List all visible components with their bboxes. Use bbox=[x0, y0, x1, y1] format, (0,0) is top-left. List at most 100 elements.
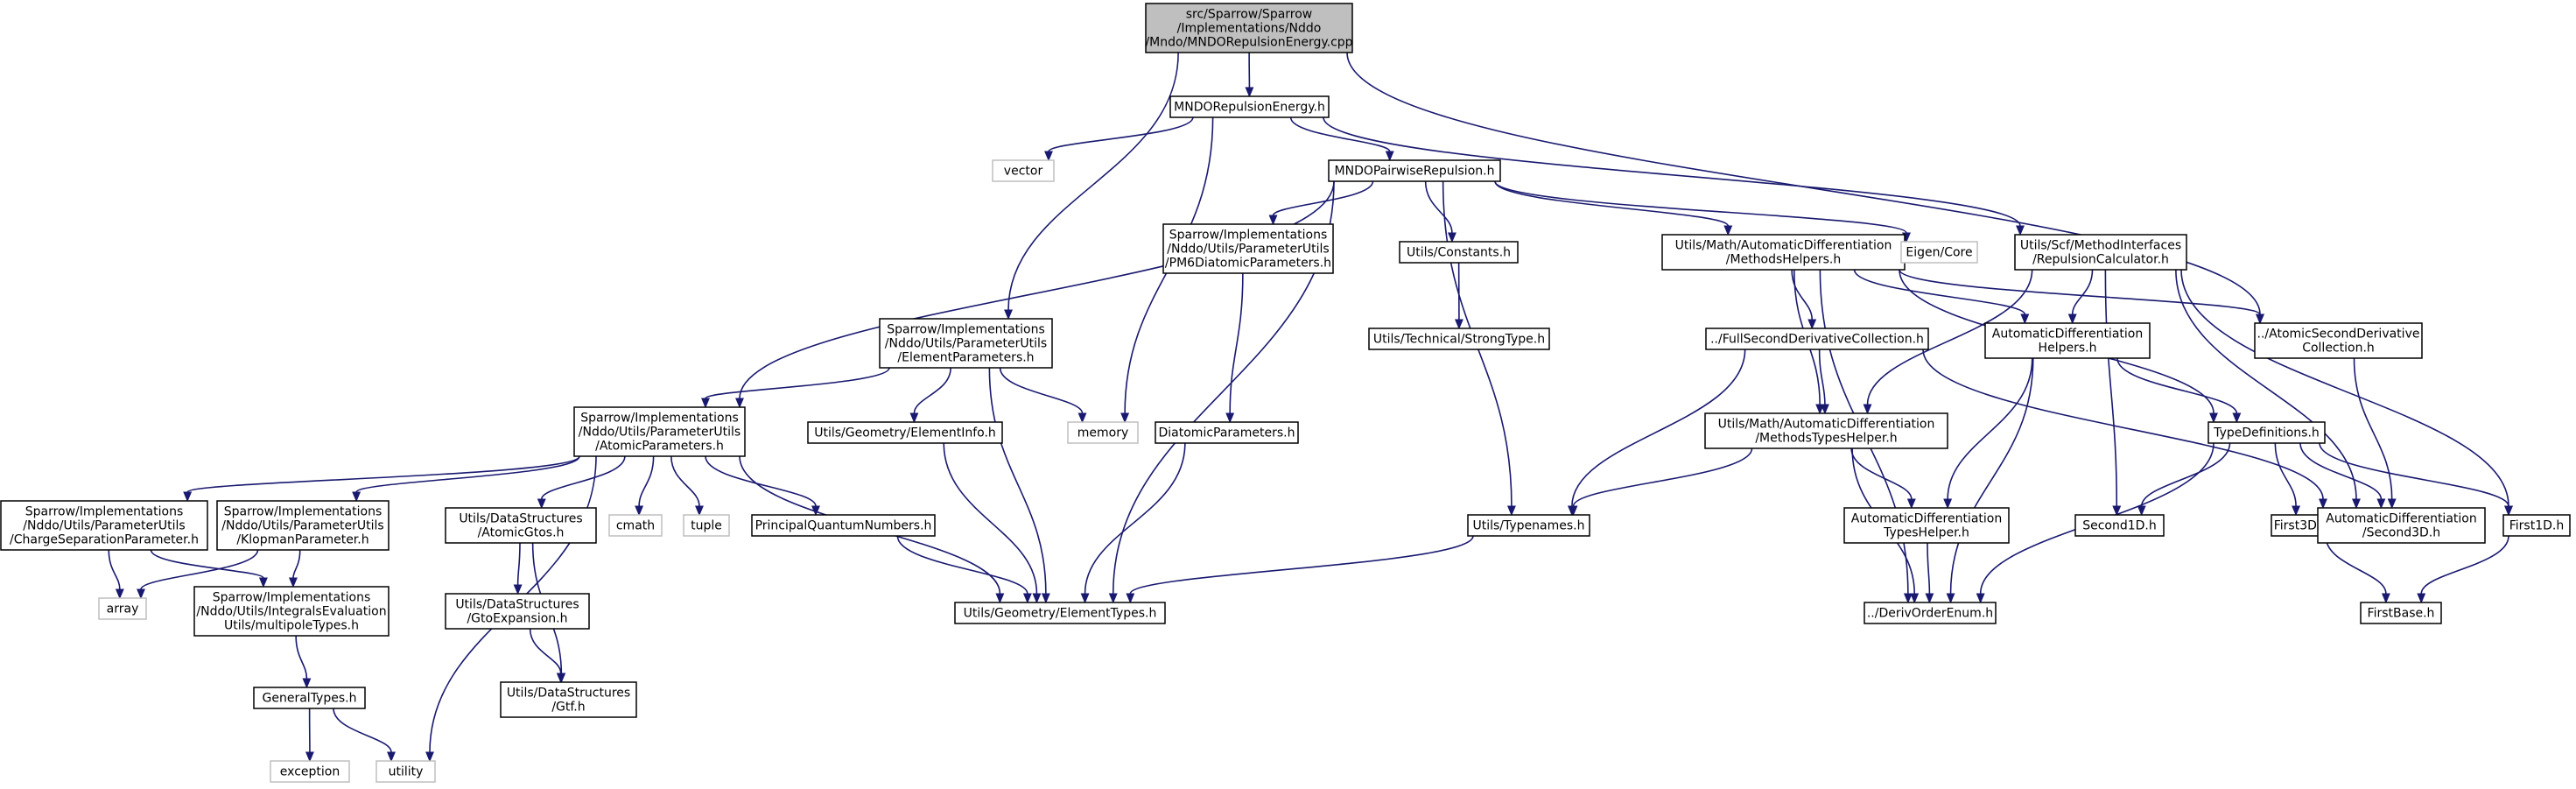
node-box-typedefs bbox=[2207, 421, 2326, 444]
arrowhead-derivorder bbox=[1946, 593, 1955, 604]
arrowhead-autodiffhelpers bbox=[2067, 313, 2077, 325]
node-label-atomsecond: Collection.h bbox=[2302, 342, 2375, 356]
arrowhead-first3d bbox=[2292, 505, 2301, 517]
node-atomicgtos[interactable]: Utils/DataStructures/AtomicGtos.h bbox=[445, 507, 597, 544]
node-eleminfo[interactable]: Utils/Geometry/ElementInfo.h bbox=[807, 421, 1003, 444]
arrowhead-repcalc bbox=[2016, 225, 2025, 236]
arrowhead-typenames bbox=[1506, 505, 1516, 517]
arrowhead-chargesep bbox=[183, 491, 193, 503]
arrowhead-atomsecond bbox=[2256, 313, 2264, 325]
arrowhead-second1d bbox=[2137, 505, 2146, 517]
node-derivorder[interactable]: ../DerivOrderEnum.h bbox=[1864, 602, 1997, 624]
node-firstbase[interactable]: FirstBase.h bbox=[2360, 602, 2442, 624]
node-gtf[interactable]: Utils/DataStructures/Gtf.h bbox=[500, 681, 637, 718]
edge-atomparams-to-klopman bbox=[355, 455, 580, 493]
node-box-fullsecond bbox=[1705, 328, 1929, 350]
node-box-repcalc bbox=[2014, 234, 2187, 271]
edge-chargesep-to-multipole bbox=[150, 549, 264, 579]
node-typedefs[interactable]: TypeDefinitions.h bbox=[2207, 421, 2326, 444]
node-label-elemparams: Sparrow/Implementations bbox=[887, 323, 1045, 337]
node-memory: memory bbox=[1067, 421, 1139, 444]
node-mndo_rep_h[interactable]: MNDORepulsionEnergy.h bbox=[1169, 95, 1330, 118]
node-second1d[interactable]: Second1D.h bbox=[2074, 514, 2165, 537]
arrowhead-typedefs bbox=[2209, 412, 2218, 424]
node-label-first3d: First3D.h bbox=[2274, 519, 2328, 533]
edge-pairwise-to-constants bbox=[1424, 180, 1453, 234]
node-pm6[interactable]: Sparrow/Implementations/Nddo/Utils/Param… bbox=[1162, 223, 1334, 274]
node-label-gtf: /Gtf.h bbox=[551, 701, 585, 715]
node-constants[interactable]: Utils/Constants.h bbox=[1399, 241, 1519, 264]
arrowhead-eleminfo bbox=[909, 412, 919, 424]
edge-autodiffhelpers-to-typedefs bbox=[2116, 357, 2238, 414]
node-multipole[interactable]: Sparrow/Implementations/Nddo/Utils/Integ… bbox=[193, 586, 390, 637]
node-box-eigen bbox=[1900, 241, 1978, 264]
edge-repcalc-to-methtypeshelper bbox=[1866, 269, 2033, 405]
node-box-utility bbox=[376, 760, 436, 783]
node-strongtype[interactable]: Utils/Technical/StrongType.h bbox=[1368, 328, 1550, 350]
node-label-typenames: Utils/Typenames.h bbox=[1472, 519, 1584, 533]
node-methhelpers[interactable]: Utils/Math/AutomaticDifferentiation/Meth… bbox=[1661, 234, 1906, 271]
node-box-constants bbox=[1399, 241, 1519, 264]
node-pqn[interactable]: PrincipalQuantumNumbers.h bbox=[751, 514, 936, 537]
node-box-klopman bbox=[216, 500, 390, 551]
node-label-memory: memory bbox=[1077, 426, 1129, 440]
edge-methhelpers-to-autodiffhelpers bbox=[1853, 269, 2026, 315]
arrowhead-elemtypes bbox=[1108, 593, 1118, 604]
node-typenames[interactable]: Utils/Typenames.h bbox=[1467, 514, 1590, 537]
node-label-generaltypes: GeneralTypes.h bbox=[263, 692, 357, 706]
node-klopman[interactable]: Sparrow/Implementations/Nddo/Utils/Param… bbox=[216, 500, 390, 551]
node-label-elemparams: /Nddo/Utils/ParameterUtils bbox=[885, 337, 1047, 351]
node-elemtypes[interactable]: Utils/Geometry/ElementTypes.h bbox=[954, 602, 1166, 624]
node-chargesep[interactable]: Sparrow/Implementations/Nddo/Utils/Param… bbox=[0, 500, 208, 551]
node-exception: exception bbox=[270, 760, 350, 783]
node-label-eigen: Eigen/Core bbox=[1906, 246, 1972, 260]
node-box-eleminfo bbox=[807, 421, 1003, 444]
node-label-strongtype: Utils/Technical/StrongType.h bbox=[1373, 333, 1545, 347]
edge-typedefs-to-first3d bbox=[2274, 442, 2297, 507]
node-label-pqn: PrincipalQuantumNumbers.h bbox=[755, 519, 932, 533]
edge-chargesep-to-array bbox=[108, 549, 121, 590]
arrowhead-methtypeshelper bbox=[1863, 404, 1872, 415]
node-label-second1d: Second1D.h bbox=[2082, 519, 2157, 533]
node-label-root: /Implementations/Nddo bbox=[1177, 22, 1322, 36]
node-box-first1d bbox=[2502, 514, 2571, 537]
node-label-second3d: /Second3D.h bbox=[2362, 526, 2440, 540]
node-second3d[interactable]: AutomaticDifferentiation/Second3D.h bbox=[2317, 507, 2486, 544]
edge-autodifftypes-to-derivorder bbox=[1927, 542, 1931, 595]
edge-autodiffhelpers-to-derivorder bbox=[1949, 357, 2034, 595]
node-label-fullsecond: ../FullSecondDerivativeCollection.h bbox=[1710, 333, 1924, 347]
node-generaltypes[interactable]: GeneralTypes.h bbox=[253, 687, 366, 709]
arrowhead-derivorder bbox=[1910, 593, 1920, 604]
node-diatomic[interactable]: DiatomicParameters.h bbox=[1155, 421, 1299, 444]
edge-klopman-to-multipole bbox=[292, 549, 301, 579]
arrowhead-autodifftypes bbox=[1906, 498, 1916, 510]
node-box-firstbase bbox=[2360, 602, 2442, 624]
arrowhead-derivorder bbox=[1903, 593, 1913, 604]
node-pairwise[interactable]: MNDOPairwiseRepulsion.h bbox=[1328, 159, 1501, 182]
arrowhead-methhelpers bbox=[1723, 225, 1733, 236]
node-elemparams[interactable]: Sparrow/Implementations/Nddo/Utils/Param… bbox=[879, 318, 1053, 369]
node-first1d[interactable]: First1D.h bbox=[2502, 514, 2571, 537]
node-tuple: tuple bbox=[683, 514, 730, 537]
node-box-atomicgtos bbox=[445, 507, 597, 544]
arrowhead-firstbase bbox=[2381, 593, 2390, 604]
edge-repcalc-to-second1d bbox=[2104, 269, 2118, 507]
node-box-mndo_rep_h bbox=[1169, 95, 1330, 118]
node-cmath: cmath bbox=[608, 514, 663, 537]
edge-layer bbox=[108, 52, 2513, 763]
node-label-eleminfo: Utils/Geometry/ElementInfo.h bbox=[814, 426, 996, 440]
node-root[interactable]: src/Sparrow/Sparrow/Implementations/Nddo… bbox=[1145, 3, 1353, 53]
node-label-pm6: /Nddo/Utils/ParameterUtils bbox=[1167, 243, 1329, 257]
node-label-klopman: /Nddo/Utils/ParameterUtils bbox=[221, 519, 383, 533]
node-box-methhelpers bbox=[1661, 234, 1906, 271]
node-gtoexp[interactable]: Utils/DataStructures/GtoExpansion.h bbox=[445, 593, 590, 630]
node-atomparams[interactable]: Sparrow/Implementations/Nddo/Utils/Param… bbox=[573, 406, 746, 457]
node-methtypeshelper[interactable]: Utils/Math/AutomaticDifferentiation/Meth… bbox=[1704, 412, 1948, 449]
node-repcalc[interactable]: Utils/Scf/MethodInterfaces/RepulsionCalc… bbox=[2014, 234, 2187, 271]
node-fullsecond[interactable]: ../FullSecondDerivativeCollection.h bbox=[1705, 328, 1929, 350]
arrowhead-typenames bbox=[1569, 505, 1578, 517]
